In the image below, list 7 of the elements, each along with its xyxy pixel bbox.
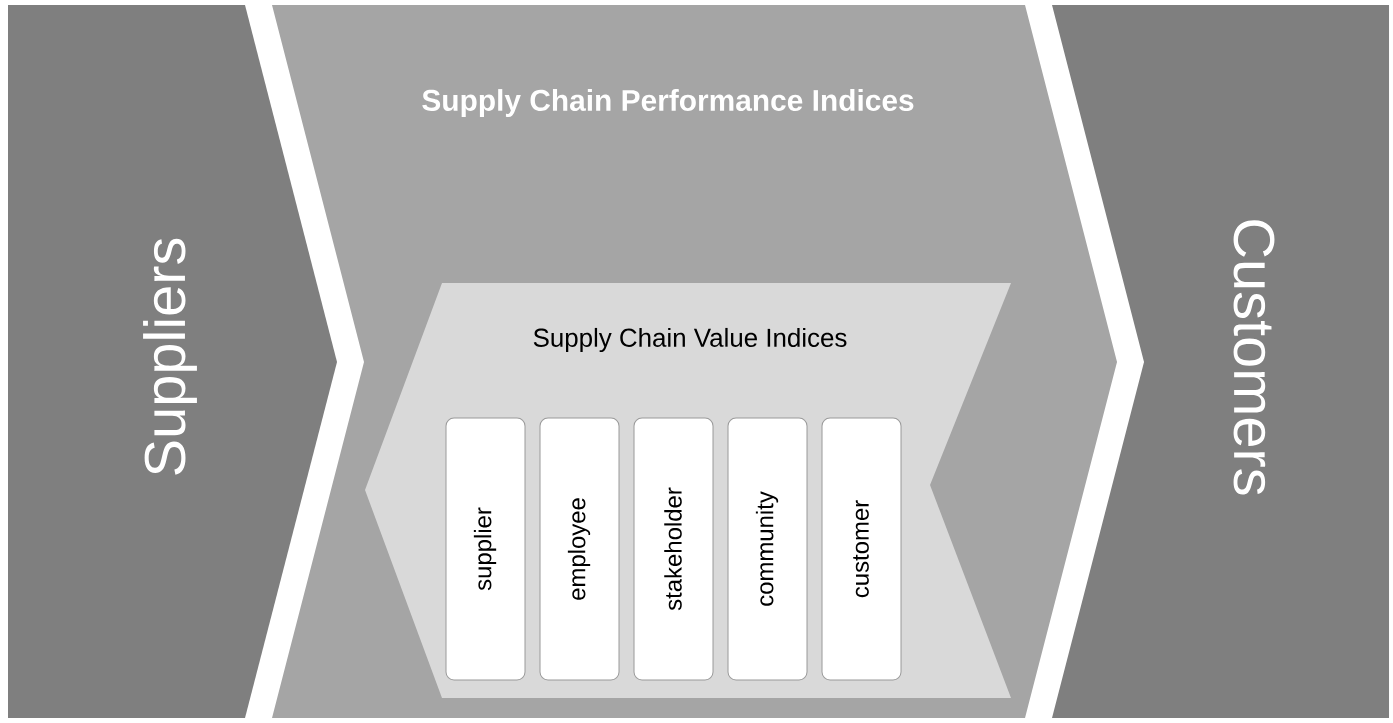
index-box: customer xyxy=(821,417,902,681)
index-box: supplier xyxy=(445,417,526,681)
chevron-band: Customers xyxy=(1052,5,1389,718)
index-box: stakeholder xyxy=(633,417,714,681)
index-box: employee xyxy=(539,417,620,681)
chevron-band: Suppliers xyxy=(8,5,337,718)
index-box: community xyxy=(727,417,808,681)
